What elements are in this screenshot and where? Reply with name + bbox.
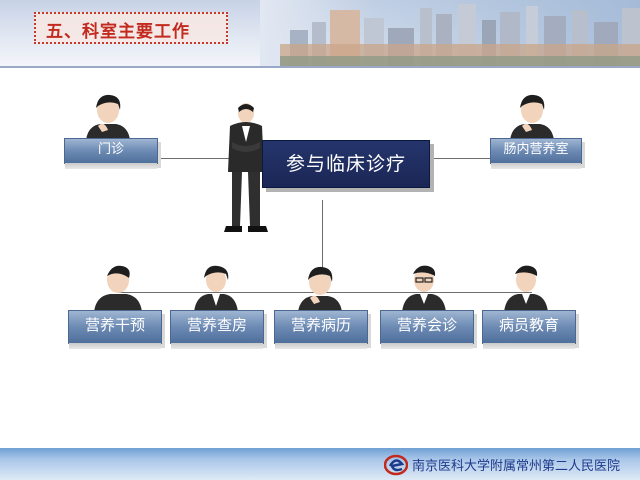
city-skyline-image bbox=[280, 4, 640, 68]
bottom-box-0: 营养干预 bbox=[68, 310, 162, 349]
person-woman-icon bbox=[510, 94, 554, 140]
person-woman-icon bbox=[86, 94, 130, 140]
clinical-participation-box: 参与临床诊疗 bbox=[262, 140, 430, 188]
header-divider bbox=[0, 66, 640, 68]
section-title: 五、科室主要工作 bbox=[46, 22, 190, 42]
bottom-label-0: 营养干预 bbox=[84, 316, 145, 334]
connector-right bbox=[430, 158, 490, 159]
bottom-box-4: 病员教育 bbox=[482, 310, 576, 349]
bottom-box-3: 营养会诊 bbox=[380, 310, 474, 349]
person-man-icon bbox=[504, 265, 548, 312]
hospital-name: 南京医科大学附属常州第二人民医院 bbox=[412, 459, 621, 474]
hospital-logo-icon bbox=[384, 454, 408, 476]
person-man-glasses-icon bbox=[402, 265, 446, 312]
outpatient-label: 门诊 bbox=[97, 142, 124, 157]
bottom-box-2: 营养病历 bbox=[274, 310, 368, 349]
bottom-box-1: 营养查房 bbox=[170, 310, 264, 349]
enteral-nutrition-room-box: 肠内营养室 bbox=[490, 138, 582, 169]
header-banner: 五、科室主要工作 bbox=[0, 0, 640, 68]
bottom-label-2: 营养病历 bbox=[290, 316, 351, 334]
person-woman-icon bbox=[298, 266, 342, 312]
clinical-participation-label: 参与临床诊疗 bbox=[285, 153, 406, 175]
bottom-label-3: 营养会诊 bbox=[396, 316, 457, 334]
person-woman-icon bbox=[194, 265, 238, 312]
work-diagram: 门诊 肠内营养室 参与临床诊疗 bbox=[0, 68, 640, 448]
outpatient-box: 门诊 bbox=[64, 138, 158, 169]
bottom-label-1: 营养查房 bbox=[186, 316, 247, 334]
person-man-icon bbox=[94, 265, 142, 312]
footer-bar: 南京医科大学附属常州第二人民医院 bbox=[0, 448, 640, 480]
section-title-box: 五、科室主要工作 bbox=[34, 12, 228, 44]
bottom-label-4: 病员教育 bbox=[498, 316, 559, 334]
connector-down bbox=[322, 200, 323, 292]
enteral-nutrition-room-label: 肠内营养室 bbox=[503, 142, 569, 157]
connector-left bbox=[158, 158, 262, 159]
businessman-standing-icon bbox=[224, 103, 268, 232]
